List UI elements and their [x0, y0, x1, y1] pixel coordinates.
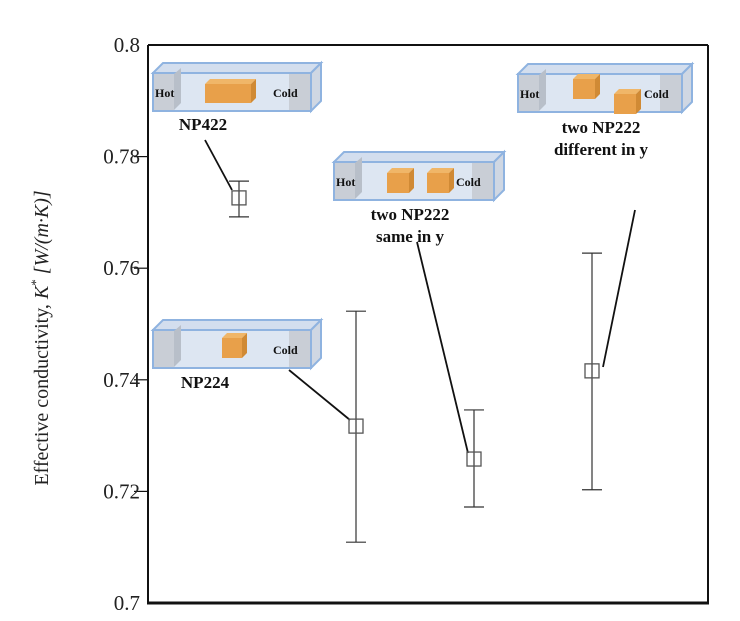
y-tick-label: 0.7 [114, 591, 140, 615]
leader-line-3 [416, 241, 469, 454]
cold-label: Cold [273, 343, 298, 357]
particle-side [409, 168, 414, 193]
leader-lines [204, 139, 636, 454]
caption-same-in-y-line-1: two NP222 [371, 205, 450, 224]
particle-front [205, 84, 251, 103]
cold-end-cap [289, 74, 310, 110]
particle-top [614, 89, 641, 94]
leader-line-4 [602, 209, 636, 368]
caption-same-in-y-line-2: same in y [376, 227, 445, 246]
particle-top [573, 74, 600, 79]
leader-line-2 [288, 369, 351, 421]
hot-label: Hot [155, 86, 174, 100]
particle-top [387, 168, 414, 173]
hot-end-cap [154, 74, 174, 110]
hot-end-cap [154, 331, 174, 367]
caption-np224-line-1: NP224 [181, 373, 230, 392]
particle-top [427, 168, 454, 173]
inset-different-in-y: Hot Cold [515, 61, 695, 115]
marker-square [466, 451, 482, 467]
particle-side [251, 79, 256, 103]
caption-different-in-y-line-2: different in y [554, 140, 649, 159]
cold-end-cap [660, 75, 681, 111]
caption-different-in-y-line-1: two NP222 [562, 118, 641, 137]
caption-np422-line-1: NP422 [179, 115, 227, 134]
marker-square [584, 363, 600, 379]
hot-end-cap-side [539, 69, 546, 111]
axes [147, 44, 709, 605]
hot-end-cap [519, 75, 539, 111]
hot-label: Hot [336, 175, 355, 189]
cold-label: Cold [456, 175, 481, 189]
marker-square [231, 190, 247, 206]
channel-side-face [310, 317, 322, 371]
marker-square [348, 418, 364, 434]
y-label-superscript: * [28, 279, 43, 286]
y-tick-label: 0.72 [103, 479, 140, 503]
particle-side [595, 74, 600, 99]
y-label-unit: [W/(m·K)] [31, 190, 53, 279]
particle-front [573, 79, 595, 99]
hot-label: Hot [520, 87, 539, 101]
y-tick-label: 0.8 [114, 33, 140, 57]
cold-label: Cold [273, 86, 298, 100]
particle-top [222, 333, 247, 338]
y-axis-label: Effective conductivity, K* [W/(m·K)] [28, 190, 53, 485]
particle-front [614, 94, 636, 114]
particle-top [205, 79, 256, 84]
hot-end-cap [335, 163, 355, 199]
channel-side-face [493, 149, 505, 203]
inset-same-in-y: Hot Cold [331, 149, 507, 203]
leader-line-1 [204, 139, 233, 191]
y-tick-label: 0.76 [103, 256, 140, 280]
particle-front [427, 173, 449, 193]
channel-side-face [310, 60, 322, 114]
particle-side [449, 168, 454, 193]
y-ticks: 0.7 0.72 0.74 0.76 0.78 0.8 [103, 33, 148, 615]
cold-end-cap [289, 331, 310, 367]
particle-side [636, 89, 641, 114]
y-tick-label: 0.78 [103, 145, 140, 169]
inset-np224: Cold [150, 317, 324, 371]
channel-side-face [681, 61, 693, 115]
particle-front [222, 338, 242, 358]
y-label-prefix: Effective conductivity, [31, 299, 53, 486]
data-points [229, 180, 602, 543]
inset-np422: Hot Cold [150, 60, 324, 114]
cold-label: Cold [644, 87, 669, 101]
data-point-3 [464, 409, 484, 508]
hot-end-cap-side [174, 68, 181, 110]
particle-front [387, 173, 409, 193]
data-point-2 [346, 310, 366, 543]
y-tick-label: 0.74 [103, 368, 140, 392]
data-point-4 [582, 252, 602, 491]
cold-end-cap [472, 163, 493, 199]
y-label-symbol: K [31, 284, 53, 300]
data-point-1 [229, 180, 249, 218]
hot-end-cap-side [174, 325, 181, 367]
particle-side [242, 333, 247, 358]
hot-end-cap-side [355, 157, 362, 199]
